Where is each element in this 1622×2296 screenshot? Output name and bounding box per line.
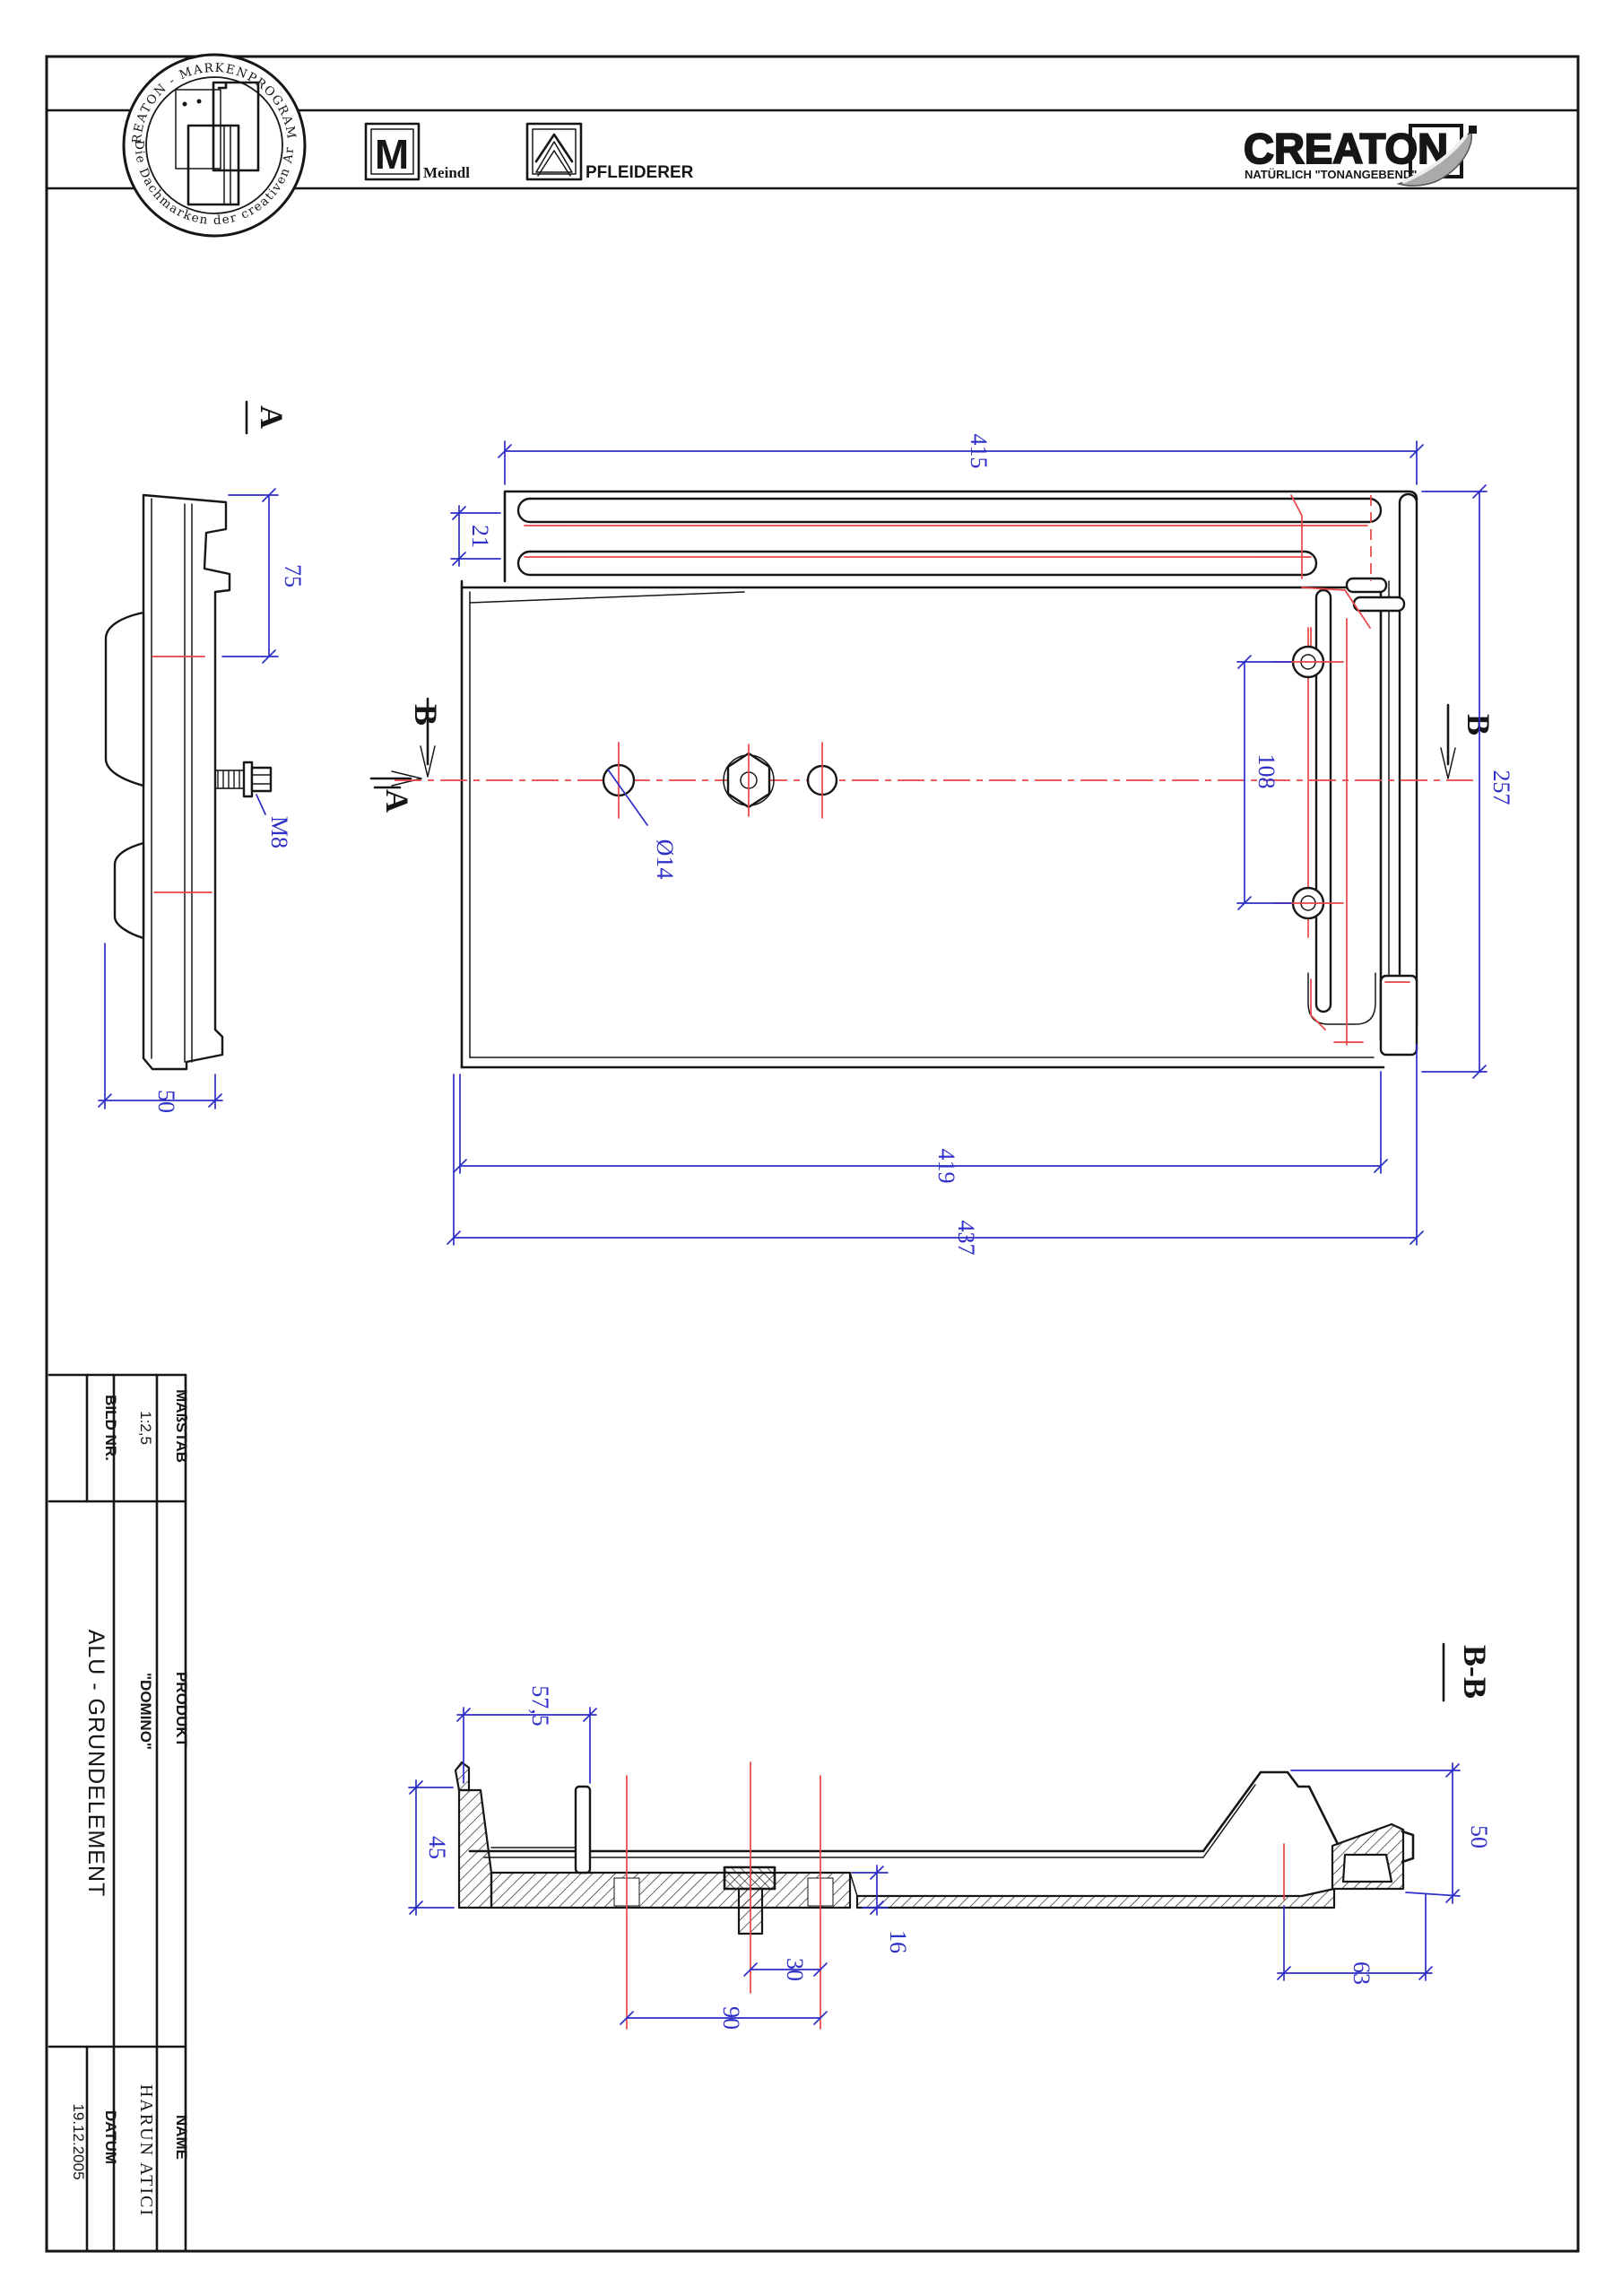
dim-16-text: 16 — [885, 1930, 911, 1953]
dim-45: 45 — [408, 1779, 455, 1916]
section-title: B-B — [1457, 1645, 1493, 1699]
name-value: HARUN ATICI — [136, 2084, 156, 2217]
cut-b-right-label: B — [1461, 714, 1496, 735]
scale-value: 1:2,5 — [137, 1411, 154, 1445]
dim-16: 16 — [851, 1865, 911, 1953]
hole-plain — [806, 742, 838, 819]
dim-hole-dia: Ø14 — [607, 769, 678, 880]
dim-108: 108 — [1236, 655, 1292, 910]
m8-bolt — [214, 761, 273, 798]
dim-419-text: 419 — [933, 1149, 959, 1184]
scale-label: MAßSTAB — [173, 1389, 190, 1463]
dim-50-section: 50 — [1290, 1762, 1492, 1904]
dim-57-5-text: 57,5 — [527, 1685, 553, 1726]
produkt-label: PRODUKT — [173, 1672, 190, 1748]
dim-257-text: 257 — [1488, 770, 1514, 805]
cut-arrows: B A B — [369, 697, 1496, 813]
page-frame — [45, 55, 1580, 2253]
dim-50-section-text: 50 — [1466, 1825, 1492, 1848]
dim-57-5: 57,5 — [456, 1685, 597, 1784]
dim-21-text: 21 — [467, 525, 493, 548]
dim-90-text: 90 — [718, 2006, 744, 2030]
name-label: NAME — [173, 2115, 190, 2160]
creaton-logo: CREATON NATÜRLICH "TONANGEBEND" — [1243, 124, 1477, 187]
dim-75: 75 — [280, 564, 306, 587]
dim-90: 90 — [620, 2006, 828, 2030]
dim-437: 437 — [447, 1044, 1424, 1256]
dim-m8: M8 — [266, 816, 292, 848]
meindl-initial: M — [375, 131, 409, 178]
rivet-top — [1272, 645, 1344, 679]
plan-red-lines — [395, 494, 1478, 1046]
dim-437-text: 437 — [953, 1221, 979, 1256]
header-band: M Meindl PFLEIDERER CREATON NATÜRLICH "T… — [0, 0, 1580, 238]
dim-63: 63 — [1277, 1893, 1433, 1985]
dim-419: 419 — [453, 1071, 1388, 1184]
dim-d14-text: Ø14 — [652, 839, 678, 880]
dim-415-text: 415 — [966, 434, 992, 469]
datum-value: 19.12.2005 — [70, 2103, 87, 2179]
meindl-label: Meindl — [423, 164, 470, 181]
produkt-value: "DOMINO" — [137, 1673, 154, 1750]
hole-d14 — [602, 742, 636, 819]
creaton-quill-icon — [1396, 124, 1477, 187]
dim-50-side: 50 — [153, 1090, 179, 1113]
seal-tiles-icon — [175, 81, 260, 206]
dim-257: 257 — [1421, 484, 1514, 1079]
title-block: MAßSTAB 1:2,5 BILD NR. PRODUKT "DOMINO" … — [48, 1373, 190, 2253]
dim-108-text: 108 — [1253, 754, 1279, 789]
cut-a-left-label: A — [379, 789, 415, 813]
hex-nut — [723, 744, 775, 817]
pfleiderer-logo-icon — [525, 122, 583, 181]
side-view: A M8 75 50 — [98, 400, 306, 1113]
dim-30-text: 30 — [782, 1958, 808, 1981]
bild-nr-label: BILD NR. — [102, 1395, 119, 1461]
datum-label: DATUM — [102, 2110, 119, 2164]
dim-45-text: 45 — [424, 1836, 450, 1859]
section-view: B-B — [408, 1642, 1493, 2030]
pfleiderer-label: PFLEIDERER — [585, 163, 694, 182]
meindl-logo-icon: M — [364, 122, 421, 181]
dim-415: 415 — [498, 434, 1424, 485]
view-a-label: A — [254, 405, 290, 429]
creaton-tagline: NATÜRLICH "TONANGEBEND" — [1245, 168, 1417, 181]
dim-21: 21 — [450, 505, 501, 567]
dim-30: 30 — [743, 1958, 828, 1981]
drawing-title: ALU - GRUNDELEMENT — [83, 1630, 108, 1898]
creaton-wordmark: CREATON — [1244, 125, 1448, 172]
dim-63-text: 63 — [1349, 1961, 1375, 1985]
cut-b-left-label: B — [408, 704, 444, 726]
plan-view: 415 21 257 108 — [395, 434, 1514, 1256]
